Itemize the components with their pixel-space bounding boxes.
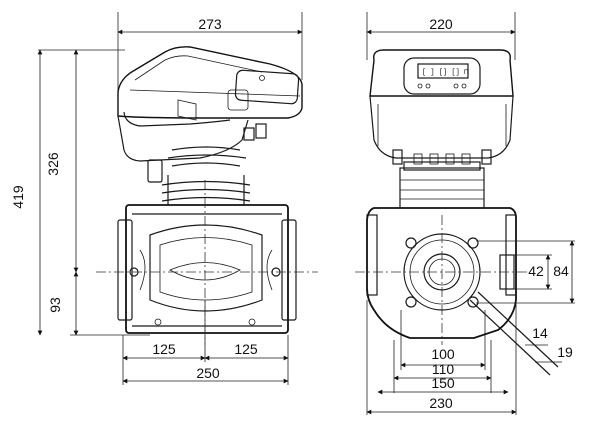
front-d110-label: 110 [432,361,455,377]
front-width-label: 220 [429,16,453,32]
svg-text:[ ] [] [] ⊓: [ ] [] [] ⊓ [422,69,468,77]
side-axis-height-label: 93 [47,297,63,313]
front-d100-label: 100 [431,346,455,362]
front-view: 220 42 84 100 110 150 230 14 19 [355,12,575,415]
side-view: 273 419 326 93 125 125 250 [10,12,318,385]
front-d150-label: 150 [431,375,455,391]
front-bolt-19-label: 19 [557,344,573,360]
front-bolt-14-label: 14 [532,325,548,341]
side-motor-height-label: 326 [45,152,61,176]
side-width-label: 273 [198,16,222,32]
side-half-left-label: 125 [152,341,176,357]
front-flange-label: 84 [553,263,569,279]
front-d230-label: 230 [429,395,453,411]
side-half-right-label: 125 [234,341,258,357]
front-bolt-circle-label: 42 [528,263,544,279]
side-port-length-label: 250 [196,365,220,381]
side-total-height-label: 419 [10,185,26,209]
